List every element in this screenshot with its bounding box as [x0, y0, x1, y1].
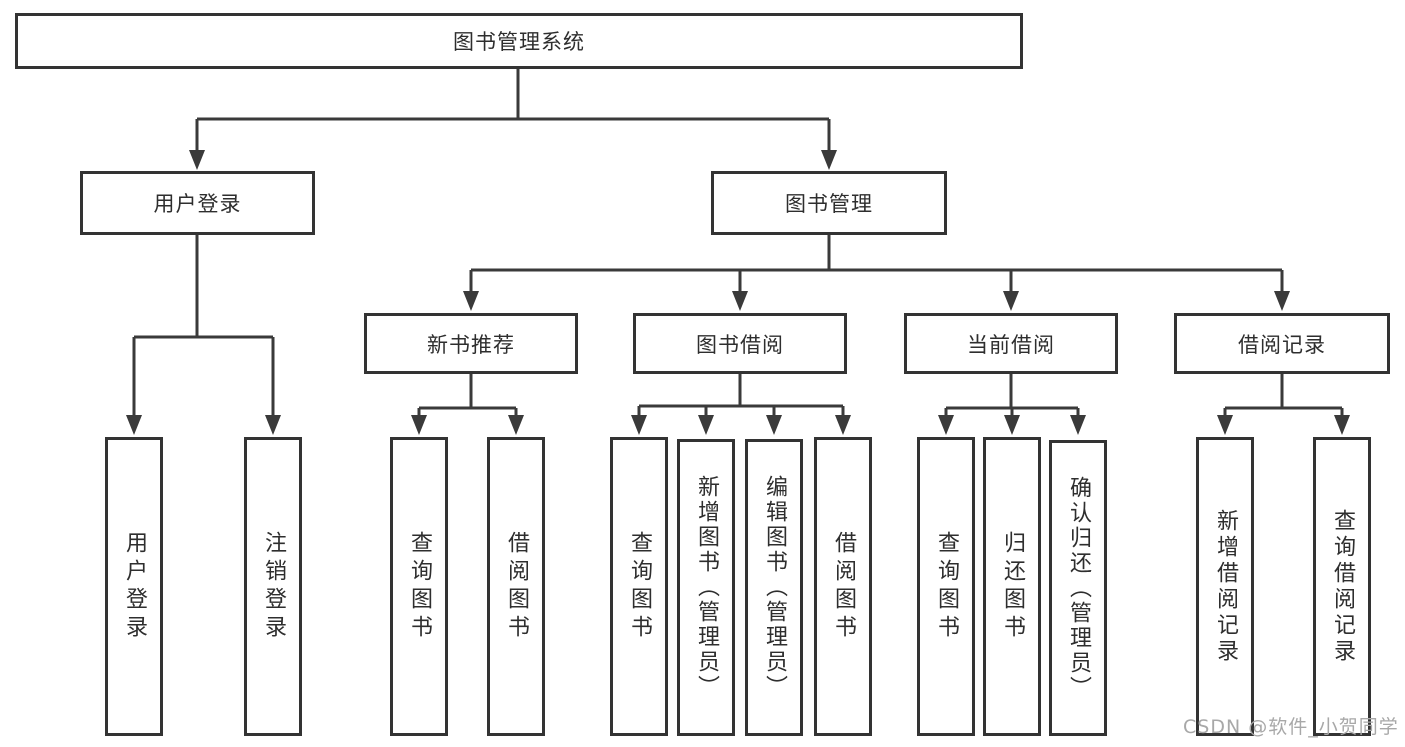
- node-leaf-current-return-label: 归还图书: [1000, 530, 1025, 643]
- node-leaf-records-query: 查询借阅记录: [1313, 437, 1371, 736]
- node-borrow-records: 借阅记录: [1174, 313, 1390, 374]
- node-root-system-label: 图书管理系统: [453, 30, 585, 54]
- connector-newbook-to-leaves: [419, 374, 516, 410]
- node-leaf-borrowing-add: 新增图书（管理员）: [677, 439, 735, 736]
- node-book-borrowing-label: 图书借阅: [696, 332, 784, 357]
- connector-userlogin-to-leaves: [134, 235, 273, 339]
- node-leaf-newbook-borrow: 借阅图书: [487, 437, 545, 736]
- node-leaf-borrowing-query-label: 查询图书: [627, 530, 652, 643]
- connector-bookmgmt-to-groups: [471, 235, 1282, 272]
- node-book-borrowing: 图书借阅: [633, 313, 847, 374]
- node-user-login-group-label: 用户登录: [153, 192, 242, 216]
- node-book-mgmt-group-label: 图书管理: [785, 192, 873, 216]
- node-leaf-logout: 注销登录: [244, 437, 302, 736]
- node-book-mgmt-group: 图书管理: [711, 171, 947, 235]
- node-current-borrowing: 当前借阅: [904, 313, 1118, 374]
- node-new-book-rec-label: 新书推荐: [427, 332, 515, 357]
- node-leaf-borrowing-edit-label: 编辑图书（管理员）: [762, 475, 787, 700]
- node-leaf-records-query-label: 查询借阅记录: [1330, 508, 1355, 665]
- node-leaf-records-add: 新增借阅记录: [1196, 437, 1254, 736]
- node-user-login-group: 用户登录: [80, 171, 315, 235]
- node-leaf-borrowing-query: 查询图书: [610, 437, 668, 736]
- node-leaf-newbook-query-label: 查询图书: [407, 530, 432, 643]
- node-leaf-current-confirm: 确认归还（管理员）: [1049, 440, 1107, 736]
- connector-current-to-leaves: [946, 374, 1078, 410]
- connector-borrowing-to-leaves: [639, 374, 843, 408]
- node-leaf-current-query-label: 查询图书: [934, 530, 959, 643]
- node-leaf-records-add-label: 新增借阅记录: [1213, 508, 1238, 665]
- node-leaf-borrowing-borrow-label: 借阅图书: [831, 530, 856, 643]
- node-leaf-newbook-borrow-label: 借阅图书: [504, 530, 529, 643]
- node-root-system: 图书管理系统: [15, 13, 1023, 69]
- connector-root-to-level2: [197, 69, 829, 121]
- node-borrow-records-label: 借阅记录: [1238, 332, 1326, 357]
- csdn-watermark: CSDN @软件_小贺同学: [1183, 716, 1399, 738]
- node-leaf-borrowing-add-label: 新增图书（管理员）: [694, 475, 719, 700]
- node-leaf-borrowing-edit: 编辑图书（管理员）: [745, 439, 803, 736]
- node-leaf-newbook-query: 查询图书: [390, 437, 448, 736]
- node-leaf-current-query: 查询图书: [917, 437, 975, 736]
- node-leaf-current-return: 归还图书: [983, 437, 1041, 736]
- node-leaf-current-confirm-label: 确认归还（管理员）: [1066, 475, 1091, 701]
- node-leaf-user-login-label: 用户登录: [122, 530, 147, 643]
- node-current-borrowing-label: 当前借阅: [967, 332, 1055, 357]
- node-leaf-logout-label: 注销登录: [261, 530, 286, 643]
- node-new-book-rec: 新书推荐: [364, 313, 578, 374]
- node-leaf-borrowing-borrow: 借阅图书: [814, 437, 872, 736]
- connector-records-to-leaves: [1225, 374, 1342, 410]
- node-leaf-user-login: 用户登录: [105, 437, 163, 736]
